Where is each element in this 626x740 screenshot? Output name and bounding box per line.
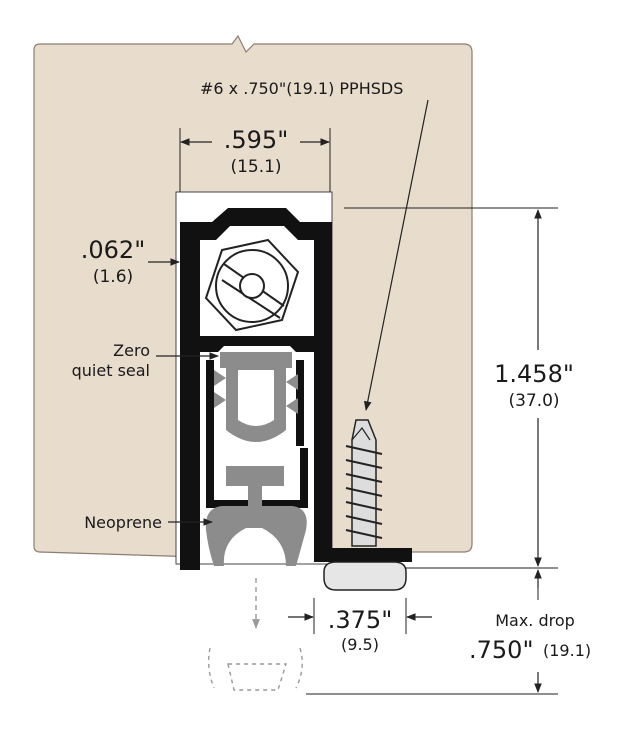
extrusion-right-wall [314,222,412,562]
extrusion-left-wall [180,222,200,570]
screw-label: #6 x .750"(19.1) PPHSDS [200,79,403,98]
quiet-seal-label-line1: Zero [113,341,150,360]
max-drop-ghost [207,578,303,691]
max-drop-inches: .750" [469,636,533,664]
neoprene-label: Neoprene [84,513,162,532]
drop-width-inches: .375" [328,606,392,634]
width-mm: (15.1) [230,157,281,177]
quiet-seal-label-line2: quiet seal [72,361,150,380]
extrusion-top [180,208,332,240]
width-inches: .595" [224,126,288,154]
extrusion-divider [200,336,314,352]
screw-icon [323,419,407,591]
drop-width-mm: (9.5) [341,635,379,654]
height-inches: 1.458" [494,360,574,388]
hex-nut-icon [204,238,300,332]
leader-screw [363,99,429,411]
max-drop-label: Max. drop [495,611,575,630]
wall-mm: (1.6) [93,267,133,287]
neoprene-seal [205,466,307,566]
height-mm: (37.0) [508,391,559,411]
max-drop-mm: (19.1) [543,641,591,660]
quiet-seal [220,352,292,442]
wall-inches: .062" [81,236,145,264]
